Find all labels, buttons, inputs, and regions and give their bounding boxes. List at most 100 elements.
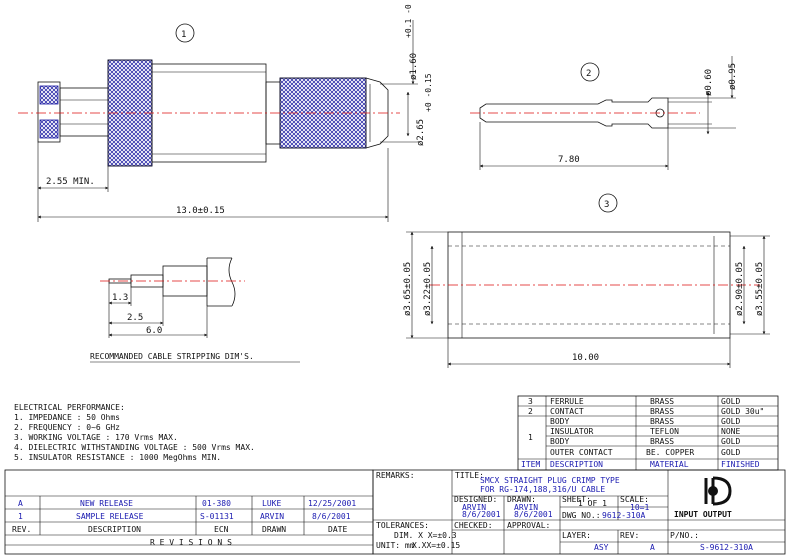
bom-material: BRASS <box>650 437 674 446</box>
bom-material: BE. COPPER <box>646 448 694 457</box>
pno-value: S-9612-310A <box>700 543 753 552</box>
performance-line: 1. IMPEDANCE : 50 Ohms <box>14 413 120 422</box>
rev-label: REV: <box>620 531 639 540</box>
title-block: REMARKS: TITLE: SMCX STRAIGHT PLUG CRIMP… <box>372 469 786 555</box>
bom-finish: NONE <box>721 427 740 436</box>
rev-header-drawn: DRAWN <box>262 525 286 534</box>
bom-material: BRASS <box>650 397 674 406</box>
front-contact-hatch-bottom <box>39 119 59 139</box>
bom-material: BRASS <box>650 407 674 416</box>
part3-dia-step-out: ø3.55±0.05 <box>755 262 765 316</box>
bom-material: BRASS <box>650 417 674 426</box>
bom-finish: GOLD 30u" <box>721 407 764 416</box>
sheet-label: SHEET: <box>562 495 591 504</box>
layer-label: LAYER: <box>562 531 591 540</box>
designed-name: ARVIN <box>462 503 486 512</box>
rev-header-description: DESCRIPTION <box>88 525 141 534</box>
callout-3-label: 3 <box>604 200 609 210</box>
logo-text: INPUT OUTPUT <box>674 510 732 519</box>
bom-finish: GOLD <box>721 417 740 426</box>
part1-overall-length: 13.0±0.15 <box>176 206 225 216</box>
rev-code: 1 <box>18 512 23 521</box>
approval-label: APPROVAL: <box>507 521 550 530</box>
part3-dia-inner: ø3.22±0.05 <box>423 262 433 316</box>
drawn-name: ARVIN <box>514 503 538 512</box>
part-2-contact-view: 2 7.80 ø0.60 ø0.95 <box>470 56 738 170</box>
bom-item: 2 <box>528 407 533 416</box>
performance-title: ELECTRICAL PERFORMANCE: <box>14 403 125 412</box>
rev-header-ecn: ECN <box>214 525 229 534</box>
cable-d2: 2.5 <box>127 313 143 323</box>
title-line-1: SMCX STRAIGHT PLUG CRIMP TYPE <box>480 476 620 485</box>
remarks-label: REMARKS: <box>376 471 415 480</box>
bom-material: TEFLON <box>650 427 679 436</box>
cable-caption: RECOMMANDED CABLE STRIPPING DIM'S. <box>90 352 254 361</box>
bom-header-material: MATERIAL <box>650 460 689 469</box>
performance-line: 2. FREQUENCY : 0~6 GHz <box>14 423 120 432</box>
unit-label: UNIT: mm <box>376 541 415 550</box>
revisions-footer: R E V I S I O N S <box>150 538 232 547</box>
layer-value: ASY <box>594 543 609 552</box>
part-3-ferrule-view: 3 ø3.65±0.05 ø3.22±0.05 ø2.90±0.05 ø3.55… <box>403 193 770 368</box>
part3-dia-step-in: ø2.90±0.05 <box>735 262 745 316</box>
callout-2-circle <box>580 62 600 82</box>
part1-strip-min: 2.55 MIN. <box>46 177 95 187</box>
revisions-table: A NEW RELEASE 01-380 LUKE 12/25/2001 1 S… <box>4 469 374 555</box>
rev-code: A <box>18 499 23 508</box>
bom-header-item: ITEM <box>521 460 540 469</box>
part2-dia-pin: ø0.60 <box>704 69 714 96</box>
cable-stripping-view: 1.3 2.5 6.0 RECOMMANDED CABLE STRIPPING … <box>90 257 300 363</box>
callout-1-label: 1 <box>181 30 186 40</box>
designed-label: DESIGNED: <box>454 495 497 504</box>
part-1-plug-view: 1 ø1.60 +0.1 -0 ø2.65 +0 -0.15 <box>18 4 433 222</box>
performance-line: 4. DIELECTRIC WITHSTANDING VOLTAGE : 500… <box>14 443 255 452</box>
title-label: TITLE: <box>455 471 484 480</box>
callout-2-label: 2 <box>586 69 591 79</box>
designed-date: 8/6/2001 <box>462 510 501 519</box>
dwg-value: 9612-310A <box>602 511 646 520</box>
bom-table: 3 FERRULE BRASS GOLD 2 CONTACT BRASS GOL… <box>517 395 779 471</box>
pno-label: P/NO.: <box>670 531 699 540</box>
tolerance-line-1: DIM. X X=±0.3 <box>394 531 457 540</box>
checked-label: CHECKED: <box>454 521 493 530</box>
part3-dia-outer: ø3.65±0.05 <box>403 262 413 316</box>
rev-drawn: LUKE <box>262 499 281 508</box>
performance-line: 5. INSULATOR RESISTANCE : 1000 MegOhms M… <box>14 453 221 462</box>
bom-desc: FERRULE <box>550 397 584 406</box>
bom-header-finished: FINISHED <box>721 460 760 469</box>
bom-finish: GOLD <box>721 437 740 446</box>
cable-d3: 6.0 <box>146 326 162 336</box>
dwg-label: DWG NO.: <box>562 511 601 520</box>
part1-dia-small-tol: +0.1 -0 <box>404 4 413 38</box>
drawn-date: 8/6/2001 <box>514 510 553 519</box>
bom-item: 3 <box>528 397 533 406</box>
rev-header-date: DATE <box>328 525 347 534</box>
performance-line: 3. WORKING VOLTAGE : 170 Vrms MAX. <box>14 433 178 442</box>
bom-finish: GOLD <box>721 448 740 457</box>
tolerance-line-2: X.XX=±0.15 <box>412 541 460 550</box>
bom-desc: BODY <box>550 437 569 446</box>
rev-description: SAMPLE RELEASE <box>76 512 144 521</box>
rev-header-rev: REV. <box>12 525 31 534</box>
rev-description: NEW RELEASE <box>80 499 133 508</box>
front-contact-hatch-top <box>39 85 59 105</box>
bom-desc: BODY <box>550 417 569 426</box>
rev-drawn: ARVIN <box>260 512 284 521</box>
part1-dia-crimp-tol: +0 -0.15 <box>424 73 433 112</box>
callout-1-circle <box>175 23 195 43</box>
bom-item: 1 <box>528 433 533 442</box>
part1-dia-crimp: ø2.65 <box>416 119 426 146</box>
part2-dia-tip: ø0.95 <box>728 63 738 90</box>
bom-finish: GOLD <box>721 397 740 406</box>
scale-value: 10=1 <box>630 503 649 512</box>
bom-desc: OUTER CONTACT <box>550 448 613 457</box>
bom-desc: CONTACT <box>550 407 584 416</box>
front-sleeve <box>59 87 109 137</box>
rev-date: 8/6/2001 <box>312 512 351 521</box>
title-line-2: FOR RG-174,188,316/U CABLE <box>480 485 605 494</box>
tolerance-label: TOLERANCES: <box>376 521 429 530</box>
bom-header-description: DESCRIPTION <box>550 460 603 469</box>
drawn-label: DRAWN: <box>507 495 536 504</box>
rev-value: A <box>650 543 655 552</box>
